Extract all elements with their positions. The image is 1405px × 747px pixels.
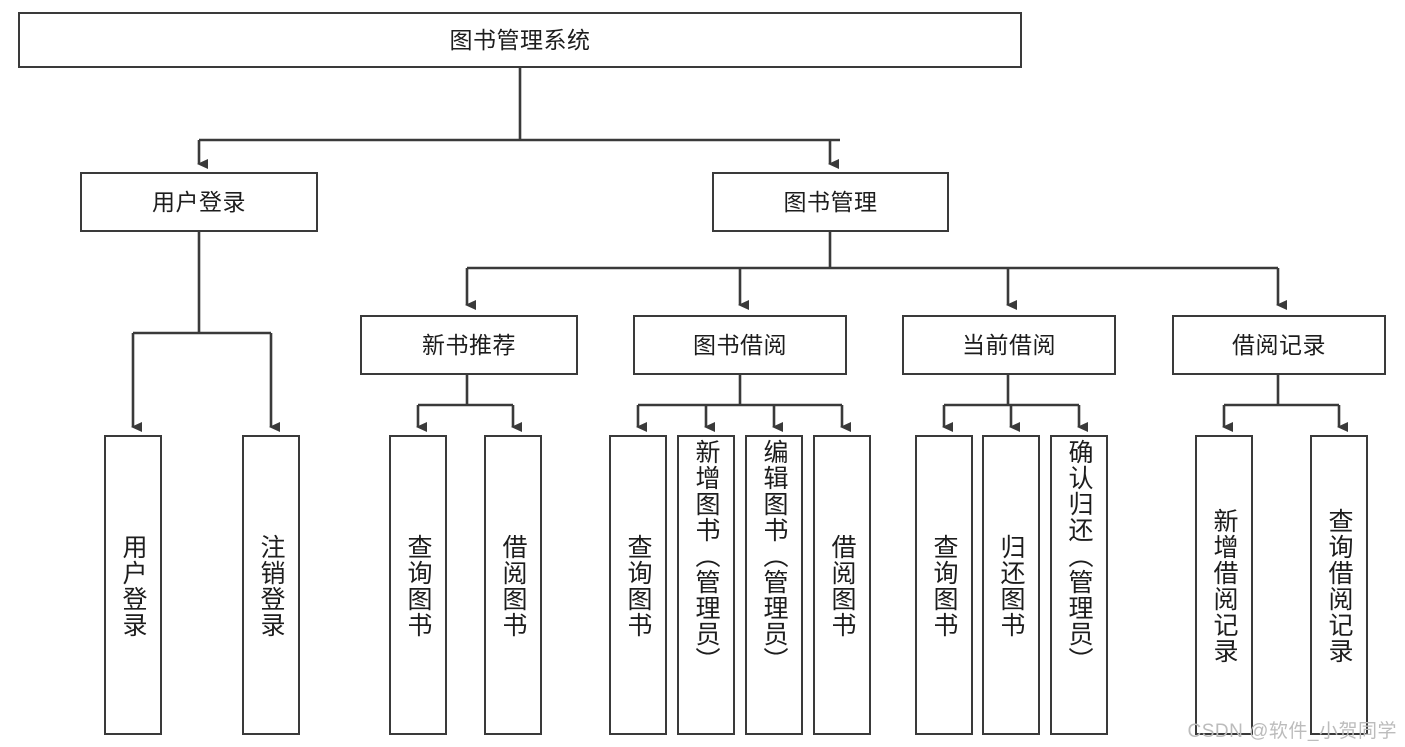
node-current-borrow-label: 当前借阅 (962, 331, 1056, 358)
node-leaf-add-book-admin-label: 新增图书（管理员） (692, 439, 720, 673)
node-user-login[interactable]: 用户登录 (80, 172, 318, 232)
node-root-system[interactable]: 图书管理系统 (18, 12, 1022, 68)
node-leaf-borrow-book-recommend[interactable]: 借阅图书 (484, 435, 542, 735)
node-book-management-label: 图书管理 (783, 188, 878, 215)
node-borrow-record[interactable]: 借阅记录 (1172, 315, 1386, 375)
node-leaf-logout[interactable]: 注销登录 (242, 435, 300, 735)
node-leaf-query-book-current-label: 查询图书 (930, 534, 958, 638)
node-root-system-label: 图书管理系统 (449, 26, 591, 53)
node-leaf-borrow-book[interactable]: 借阅图书 (813, 435, 871, 735)
node-book-management[interactable]: 图书管理 (712, 172, 949, 232)
node-leaf-query-borrow-record-label: 查询借阅记录 (1325, 508, 1353, 664)
node-leaf-add-borrow-record-label: 新增借阅记录 (1210, 508, 1238, 664)
node-new-book-recommend-label: 新书推荐 (422, 331, 516, 358)
node-leaf-logout-label: 注销登录 (257, 534, 285, 638)
node-leaf-query-book-recommend-label: 查询图书 (404, 534, 432, 638)
node-leaf-add-borrow-record[interactable]: 新增借阅记录 (1195, 435, 1253, 735)
node-leaf-query-borrow-record[interactable]: 查询借阅记录 (1310, 435, 1368, 735)
node-current-borrow[interactable]: 当前借阅 (902, 315, 1116, 375)
node-user-login-label: 用户登录 (152, 188, 246, 215)
watermark-text: CSDN @软件_小贺同学 (1187, 721, 1397, 742)
node-book-borrow[interactable]: 图书借阅 (633, 315, 847, 375)
node-leaf-borrow-book-recommend-label: 借阅图书 (499, 534, 527, 638)
node-leaf-confirm-return-admin[interactable]: 确认归还（管理员） (1050, 435, 1108, 735)
node-leaf-edit-book-admin[interactable]: 编辑图书（管理员） (745, 435, 803, 735)
node-leaf-query-book-borrow[interactable]: 查询图书 (609, 435, 667, 735)
node-leaf-user-login-label: 用户登录 (119, 534, 147, 638)
node-leaf-add-book-admin[interactable]: 新增图书（管理员） (677, 435, 735, 735)
node-borrow-record-label: 借阅记录 (1232, 331, 1326, 358)
node-book-borrow-label: 图书借阅 (693, 331, 787, 358)
node-leaf-query-book-borrow-label: 查询图书 (624, 534, 652, 638)
node-leaf-user-login[interactable]: 用户登录 (104, 435, 162, 735)
node-leaf-query-book-recommend[interactable]: 查询图书 (389, 435, 447, 735)
node-new-book-recommend[interactable]: 新书推荐 (360, 315, 578, 375)
node-leaf-borrow-book-label: 借阅图书 (828, 534, 856, 638)
node-leaf-return-book-label: 归还图书 (997, 534, 1025, 638)
node-leaf-edit-book-admin-label: 编辑图书（管理员） (760, 439, 788, 673)
node-leaf-return-book[interactable]: 归还图书 (982, 435, 1040, 735)
node-leaf-query-book-current[interactable]: 查询图书 (915, 435, 973, 735)
node-leaf-confirm-return-admin-label: 确认归还（管理员） (1065, 439, 1093, 673)
